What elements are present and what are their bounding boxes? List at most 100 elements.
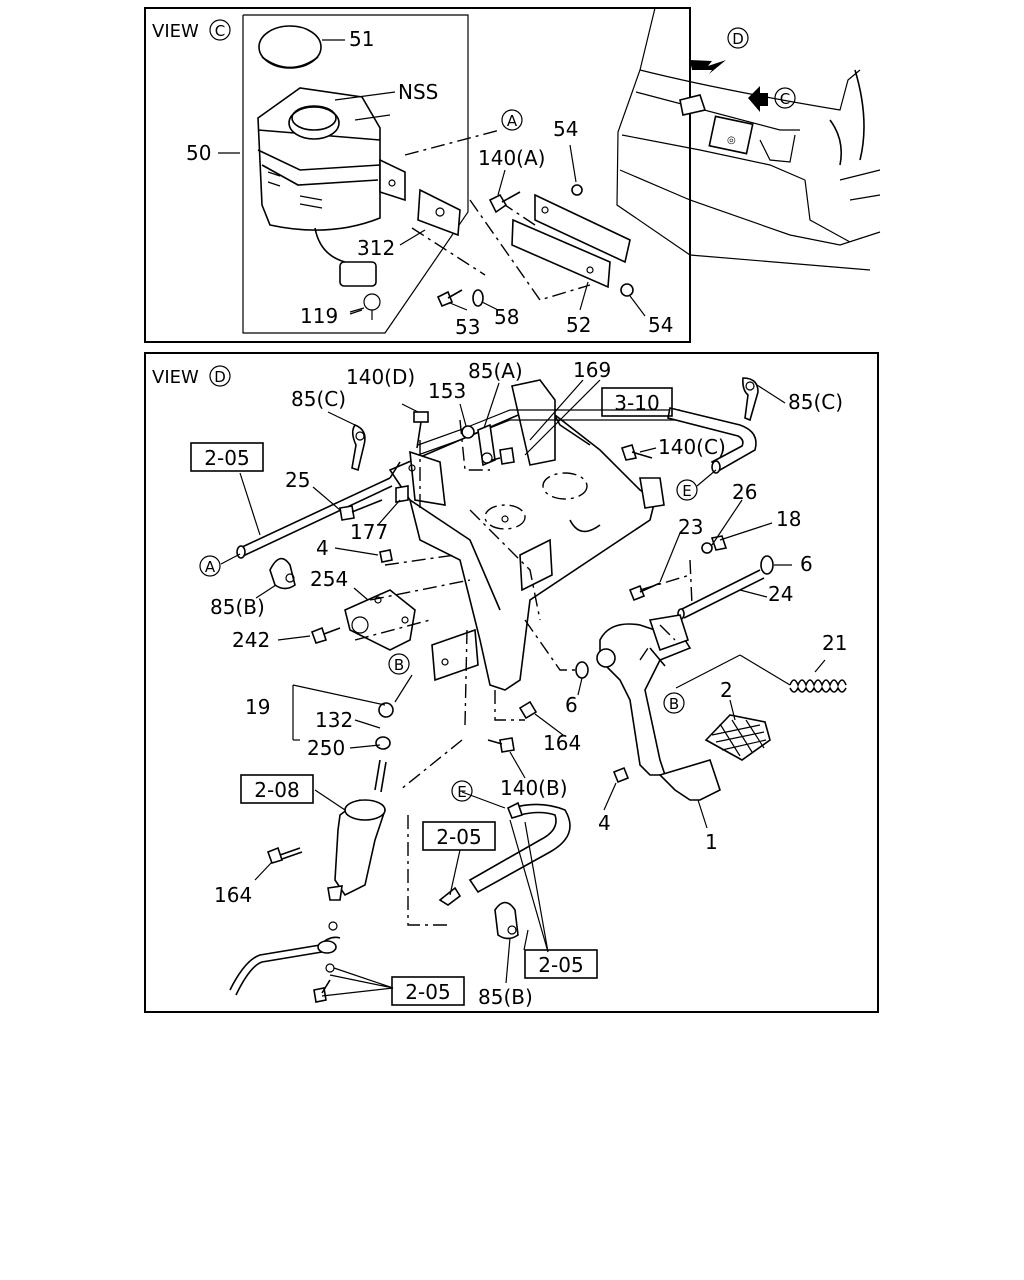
label-164-bottom: 164	[214, 883, 252, 907]
spring-21-icon	[789, 679, 847, 693]
svg-text:◎: ◎	[727, 135, 736, 146]
clip-85c-left-icon	[351, 424, 366, 472]
label-242: 242	[232, 628, 270, 652]
view-c-title-letter: C	[215, 22, 225, 40]
nut-177-icon	[395, 485, 409, 503]
view-c-ref-a: A	[507, 112, 518, 130]
bolt-23-icon	[628, 584, 646, 602]
label-24: 24	[768, 582, 793, 606]
circle-ref-b-top: B	[394, 656, 404, 674]
bolt-164-bottom-icon	[266, 846, 284, 864]
ref-box-2-05-b: 2-05	[436, 825, 481, 849]
label-54-bottom: 54	[648, 313, 673, 337]
nut-54-bottom-icon	[620, 283, 634, 297]
label-119: 119	[300, 304, 338, 328]
arrow-c-icon	[748, 86, 768, 112]
pedal-bracket-icon	[388, 379, 665, 691]
clip-85b-left-icon	[269, 557, 296, 590]
bolt-4-bottom-icon	[612, 766, 630, 784]
label-18: 18	[776, 507, 801, 531]
circle-ref-e-top: E	[682, 482, 691, 500]
nut-54-top-icon	[571, 184, 583, 196]
label-19: 19	[245, 695, 270, 719]
ref-box-2-05-c: 2-05	[538, 953, 583, 977]
label-58: 58	[494, 305, 519, 329]
label-6-mid: 6	[565, 693, 578, 717]
circle-ref-a: A	[205, 558, 216, 576]
clip-85b-bottom-icon	[494, 901, 519, 940]
label-51: 51	[349, 27, 374, 51]
label-2: 2	[720, 678, 733, 702]
label-4-top: 4	[316, 536, 329, 560]
view-c-panel: VIEW C	[144, 7, 691, 343]
washer-58-icon	[472, 289, 484, 307]
hose-e-lower-icon	[438, 801, 571, 906]
cab-front-inset: ◎ D C	[616, 7, 881, 271]
bracket-254-icon	[344, 589, 416, 651]
bolt-4-top-icon	[379, 549, 393, 563]
view-d-panel: VIEW D	[144, 352, 879, 1013]
bolt-140d-icon	[413, 411, 429, 449]
bolt-25-icon	[339, 499, 383, 521]
label-53: 53	[455, 315, 480, 339]
label-177: 177	[350, 520, 388, 544]
reservoir-cap-icon	[258, 25, 345, 69]
brake-fluid-reservoir-icon	[257, 87, 406, 320]
hose-e-icon	[667, 407, 757, 474]
ref-box-2-08: 2-08	[254, 778, 299, 802]
label-6-right: 6	[800, 552, 813, 576]
bracket-312-icon	[417, 188, 461, 237]
bolt-164-mid-icon	[518, 700, 538, 720]
view-d-title-prefix: VIEW	[152, 367, 199, 388]
label-312: 312	[357, 236, 395, 260]
label-85a: 85(A)	[468, 359, 523, 383]
label-140b: 140(B)	[500, 776, 568, 800]
label-132: 132	[315, 708, 353, 732]
label-140d: 140(D)	[346, 365, 415, 389]
nut-153-icon	[461, 425, 475, 439]
nut-26-icon	[701, 542, 713, 554]
hose-a-icon	[236, 409, 680, 559]
view-c-title-prefix: VIEW	[152, 21, 199, 42]
ref-box-3-10: 3-10	[614, 391, 659, 415]
label-85c-left: 85(C)	[291, 387, 346, 411]
bracket-52-icon	[511, 193, 631, 289]
label-23: 23	[678, 515, 703, 539]
bolt-140c-icon	[620, 444, 653, 461]
bolt-140b-icon	[499, 737, 515, 753]
bolt-242-icon	[310, 626, 341, 644]
cab-arrow-c-letter: C	[780, 90, 790, 108]
label-1: 1	[705, 830, 718, 854]
label-140c: 140(C)	[658, 435, 726, 459]
label-85c-right: 85(C)	[788, 390, 843, 414]
label-254: 254	[310, 567, 348, 591]
label-169: 169	[573, 358, 611, 382]
clutch-pedal-icon	[596, 614, 771, 801]
bolt-169-icon	[491, 447, 515, 465]
bushing-6-right-icon	[760, 555, 774, 575]
bolt-53-icon	[436, 289, 463, 308]
label-4-bottom: 4	[598, 811, 611, 835]
label-25: 25	[285, 468, 310, 492]
label-85b-bottom: 85(B)	[478, 985, 533, 1009]
circle-ref-b-pedal: B	[669, 695, 679, 713]
bolt-140a-icon	[488, 191, 521, 214]
bushing-6-mid-icon	[575, 661, 589, 679]
clip-85c-right-icon	[742, 377, 759, 422]
circle-ref-e-bottom: E	[457, 783, 466, 801]
label-52: 52	[566, 313, 591, 337]
cab-arrow-d-letter: D	[732, 30, 744, 48]
label-50: 50	[186, 141, 211, 165]
ref-box-2-05-a: 2-05	[204, 446, 249, 470]
label-153: 153	[428, 379, 466, 403]
ref-box-2-05-d: 2-05	[405, 980, 450, 1004]
label-140a: 140(A)	[478, 146, 545, 170]
label-164-mid: 164	[543, 731, 581, 755]
label-54-top: 54	[553, 117, 578, 141]
label-21: 21	[822, 631, 847, 655]
view-d-title-letter: D	[214, 368, 226, 386]
label-85b-left: 85(B)	[210, 595, 265, 619]
label-nss: NSS	[398, 80, 438, 104]
label-26: 26	[732, 480, 757, 504]
